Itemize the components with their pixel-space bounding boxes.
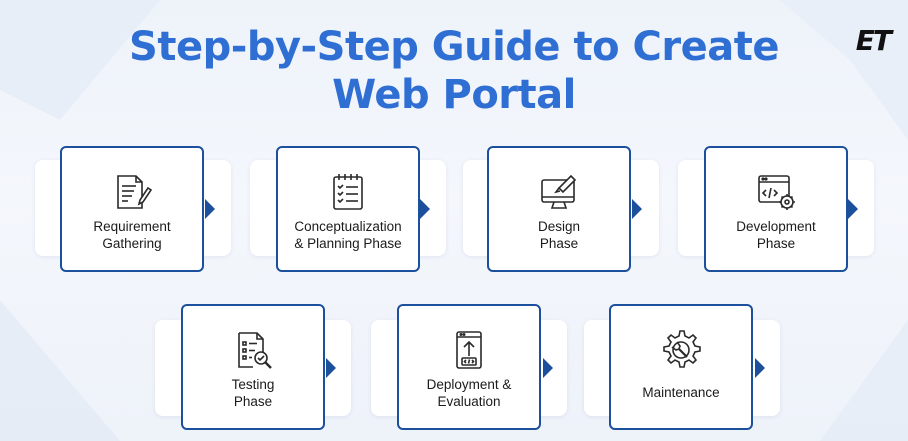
monitor-brush-icon xyxy=(541,174,577,209)
arrow-right-icon xyxy=(755,358,765,378)
document-magnifier-icon xyxy=(238,332,272,369)
gear-wrench-icon xyxy=(663,330,701,368)
page-title-line-1: Step-by-Step Guide to Create xyxy=(129,24,779,70)
step-label: Deployment & Evaluation xyxy=(426,377,512,409)
step-card-requirement-gathering: Requirement Gathering xyxy=(60,146,204,272)
step-card-maintenance: Maintenance xyxy=(609,304,753,430)
step-card-deployment: Deployment & Evaluation xyxy=(397,304,541,430)
step-card-design: Design Phase xyxy=(487,146,631,272)
step-label: Requirement Gathering xyxy=(93,219,171,251)
upload-code-icon xyxy=(456,331,482,369)
arrow-right-icon xyxy=(632,199,642,219)
checklist-clipboard-icon xyxy=(333,174,363,210)
step-label: Maintenance xyxy=(642,385,720,400)
code-window-gear-icon xyxy=(758,175,795,210)
arrow-right-icon xyxy=(205,199,215,219)
arrow-right-icon xyxy=(420,199,430,219)
step-label: Testing Phase xyxy=(231,377,275,409)
step-card-testing: Testing Phase xyxy=(181,304,325,430)
step-label: Conceptualization & Planning Phase xyxy=(294,219,402,251)
page-title-line-2: Web Portal xyxy=(332,72,576,118)
step-label: Development Phase xyxy=(736,219,816,251)
arrow-right-icon xyxy=(848,199,858,219)
step-label: Design Phase xyxy=(537,219,581,251)
arrow-right-icon xyxy=(543,358,553,378)
et-logo: ET xyxy=(855,24,892,57)
document-pen-icon xyxy=(117,175,153,209)
step-card-conceptualization: Conceptualization & Planning Phase xyxy=(276,146,420,272)
arrow-right-icon xyxy=(326,358,336,378)
step-card-development: Development Phase xyxy=(704,146,848,272)
